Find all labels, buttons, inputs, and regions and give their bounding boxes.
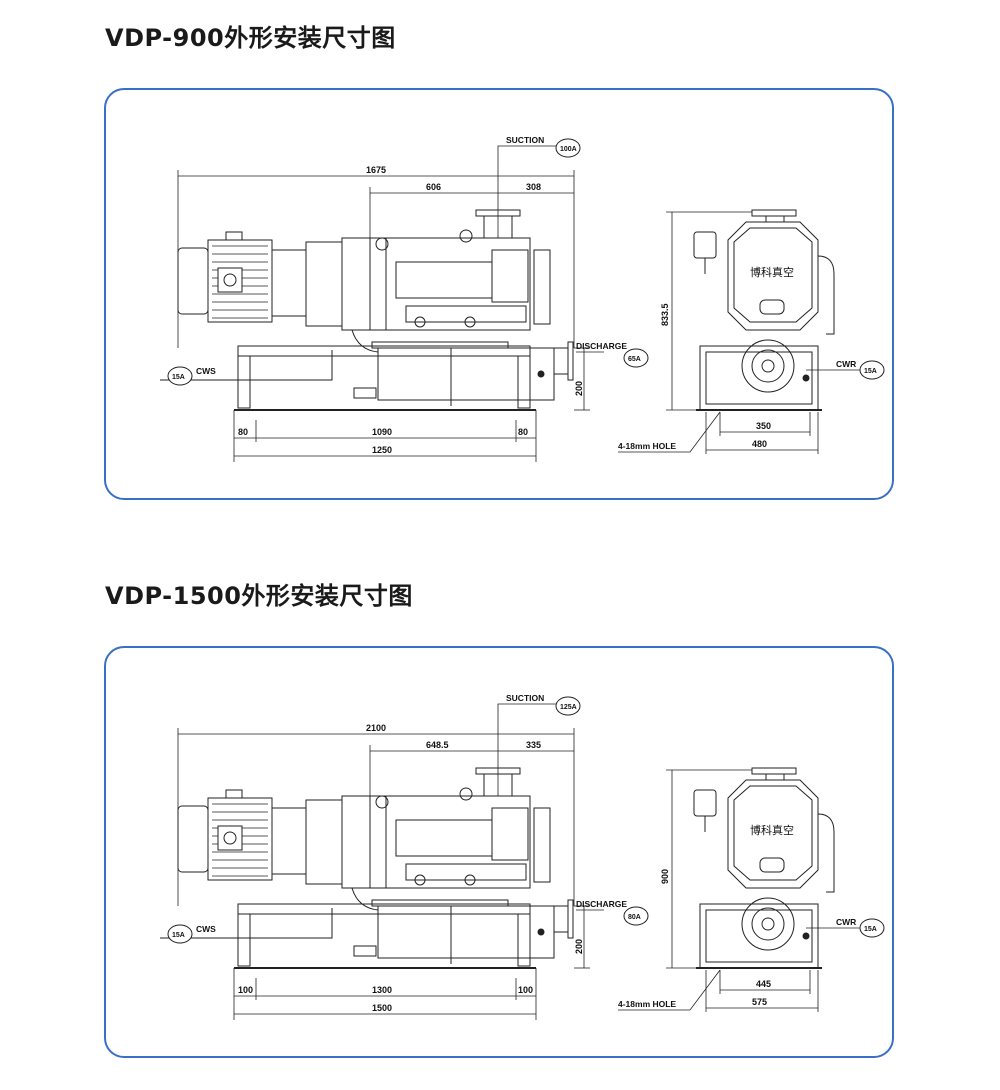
cws-size: 15A <box>172 374 185 381</box>
dim-discharge-height: 200 <box>574 939 584 954</box>
side-view <box>693 767 835 969</box>
diagram-title-vdp1500: VDP-1500外形安装尺寸图 <box>105 582 413 610</box>
cwr-label: CWR <box>836 359 856 369</box>
hole-label: 4-18mm HOLE <box>618 441 676 451</box>
diagram-panel-vdp1500: SUCTION 125A DISCHARGE 80A CWS 15A CWR 1… <box>104 646 894 1058</box>
cws-leader <box>160 350 333 381</box>
diagram-panel-vdp900: SUCTION 100A DISCHARGE 65A CWS 15A CWR 1… <box>104 88 894 500</box>
suction-label: SUCTION <box>506 693 544 703</box>
dim-base-middle: 1300 <box>372 985 392 995</box>
cws-label: CWS <box>196 366 216 376</box>
pump-body <box>351 229 551 353</box>
dim-side-height: 900 <box>660 869 670 884</box>
dimension-drawing: SUCTION 100A DISCHARGE 65A CWS 15A CWR 1… <box>160 135 885 462</box>
dim-side-hole-spacing: 350 <box>756 421 771 431</box>
cws-size-bubble <box>167 366 193 386</box>
dim-suction-to-end: 308 <box>526 182 541 192</box>
cwr-size: 15A <box>864 926 877 933</box>
dim-base-left: 80 <box>238 427 248 437</box>
cws-size-bubble <box>167 924 193 944</box>
cwr-size-bubble <box>859 360 885 380</box>
motor <box>177 789 371 889</box>
discharge-size: 65A <box>628 356 641 363</box>
discharge-flange <box>553 899 574 939</box>
dim-base-total: 1250 <box>372 445 392 455</box>
dim-base-total: 1500 <box>372 1003 392 1013</box>
silencer-tank <box>353 905 555 964</box>
suction-label: SUCTION <box>506 135 544 145</box>
dim-side-hole-spacing: 445 <box>756 979 771 989</box>
dim-base-left: 100 <box>238 985 253 995</box>
cws-label: CWS <box>196 924 216 934</box>
suction-size-bubble <box>555 696 581 716</box>
discharge-size: 80A <box>628 914 641 921</box>
cwr-label: CWR <box>836 917 856 927</box>
brand-label: 博科真空 <box>750 265 794 279</box>
cws-leader <box>160 908 333 939</box>
suction-size-bubble <box>555 138 581 158</box>
discharge-size-bubble <box>623 348 649 368</box>
cws-size: 15A <box>172 932 185 939</box>
dim-suction-to-end: 335 <box>526 740 541 750</box>
brand-label: 博科真空 <box>750 823 794 837</box>
diagram-title-vdp900: VDP-900外形安装尺寸图 <box>105 24 396 52</box>
base-frame <box>234 345 536 411</box>
discharge-label: DISCHARGE <box>576 341 627 351</box>
dim-discharge-height: 200 <box>574 381 584 396</box>
suction-size: 125A <box>560 704 577 711</box>
dim-side-height: 833.5 <box>660 303 670 326</box>
motor <box>177 231 371 331</box>
dim-motor-to-suction: 648.5 <box>426 740 449 750</box>
dimension-drawing: SUCTION 125A DISCHARGE 80A CWS 15A CWR 1… <box>160 693 885 1020</box>
suction-size: 100A <box>560 146 577 153</box>
hole-label: 4-18mm HOLE <box>618 999 676 1009</box>
base-frame <box>234 903 536 969</box>
side-view <box>693 209 835 411</box>
dim-side-width: 575 <box>752 997 767 1007</box>
dim-base-right: 100 <box>518 985 533 995</box>
dim-base-right: 80 <box>518 427 528 437</box>
discharge-size-bubble <box>623 906 649 926</box>
dim-motor-to-suction: 606 <box>426 182 441 192</box>
silencer-tank <box>353 347 555 406</box>
discharge-flange <box>553 341 574 381</box>
discharge-label: DISCHARGE <box>576 899 627 909</box>
cwr-size-bubble <box>859 918 885 938</box>
cwr-size: 15A <box>864 368 877 375</box>
dim-base-middle: 1090 <box>372 427 392 437</box>
dim-overall-length: 2100 <box>366 723 386 733</box>
dim-overall-length: 1675 <box>366 165 386 175</box>
dim-side-width: 480 <box>752 439 767 449</box>
pump-body <box>351 787 551 911</box>
